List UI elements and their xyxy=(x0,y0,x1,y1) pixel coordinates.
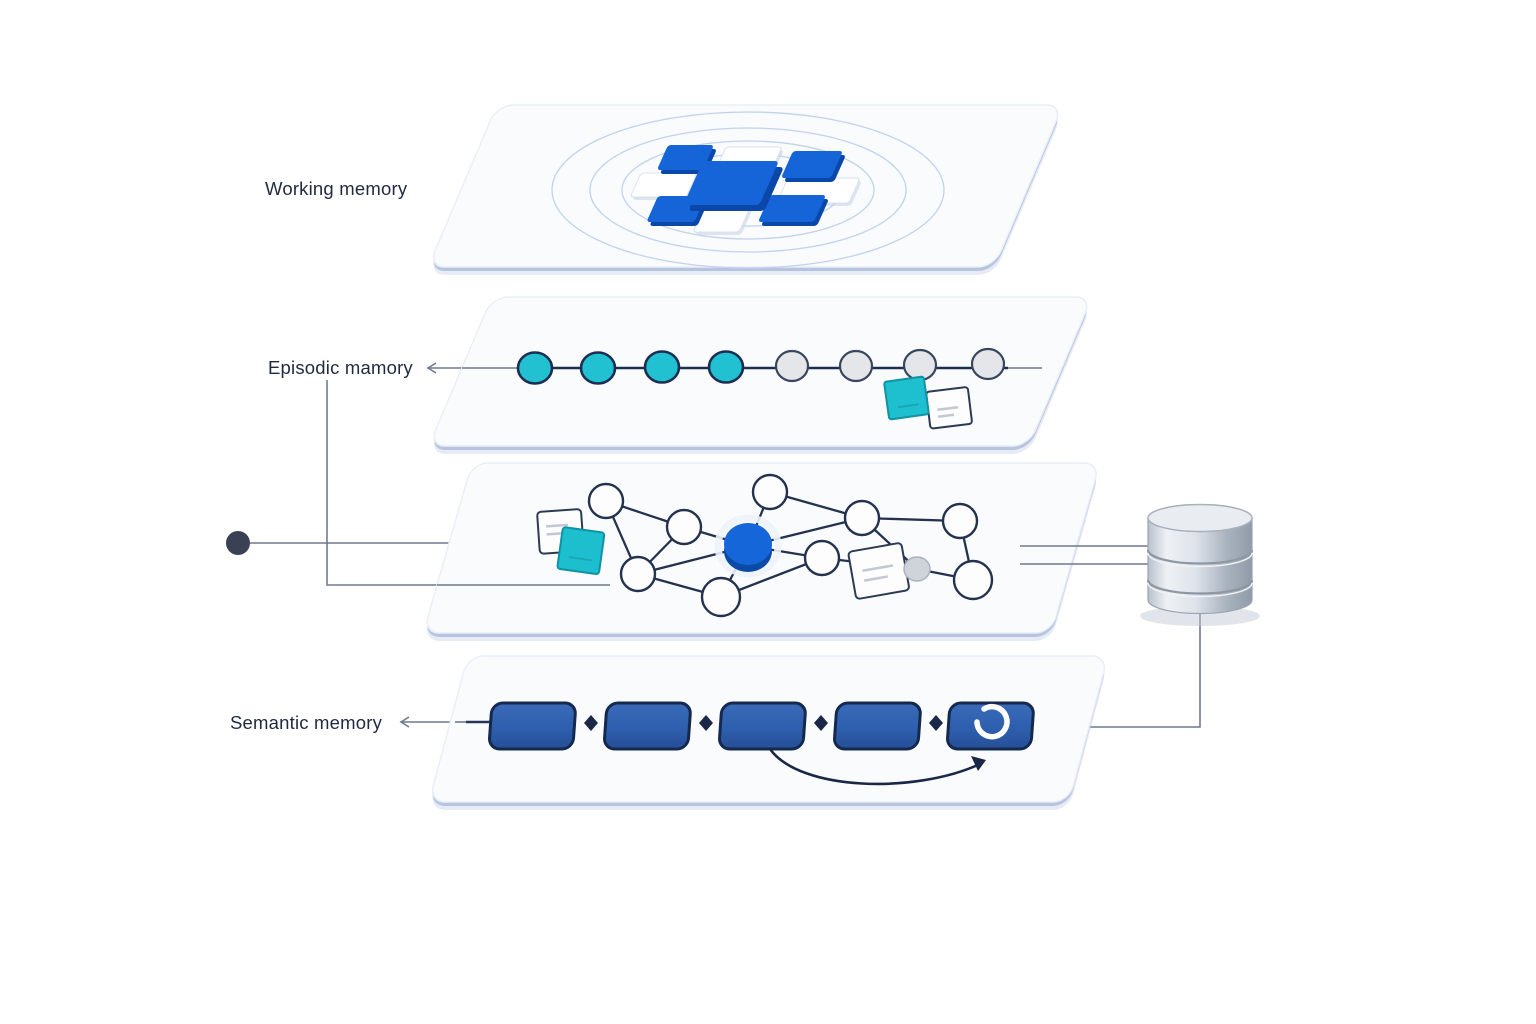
feedback-arrowhead-icon xyxy=(971,756,986,771)
junction-dot xyxy=(226,531,250,555)
episodic-event-dot-gray xyxy=(838,349,874,383)
graph-node xyxy=(665,508,703,546)
graph-node xyxy=(619,555,657,593)
tile-white xyxy=(630,172,697,198)
event-timeline-icon xyxy=(462,347,1042,430)
working-memory-label: Working memory xyxy=(265,178,408,199)
graph-node xyxy=(587,482,625,520)
episodic-event-dot-gray xyxy=(774,349,810,383)
flow-diamond-icon xyxy=(814,715,828,731)
working-memory-layer: Working memory xyxy=(265,104,1059,275)
loop-arrow-icon xyxy=(974,703,1010,740)
graph-node-gray xyxy=(903,556,931,582)
flow-diamond-icon xyxy=(584,715,598,731)
tile-blue xyxy=(782,151,842,178)
database-icon xyxy=(1034,503,1260,728)
graph-input-teal-card xyxy=(556,526,606,576)
db-divider-highlight xyxy=(1147,582,1253,598)
graph-center-node xyxy=(724,523,772,565)
graph-node xyxy=(952,559,994,601)
episodic-event-dot-teal xyxy=(579,351,617,385)
tile-blue xyxy=(657,145,713,170)
episodic-connector-arrow-icon xyxy=(426,362,437,374)
episodic-memory-label: Episodic mamory xyxy=(268,357,413,378)
graph-node xyxy=(751,473,789,511)
sequence-flow-icon xyxy=(488,701,1035,786)
db-divider xyxy=(1146,549,1254,565)
flow-diamond-icon xyxy=(699,715,713,731)
sequence-box xyxy=(833,701,922,751)
center-node-halo xyxy=(714,514,782,578)
episodic-event-dot-teal xyxy=(643,350,681,384)
db-top xyxy=(1147,503,1253,533)
semantic-memory-layer: Semantic memory xyxy=(230,655,1106,810)
db-body xyxy=(1147,517,1253,615)
tile-blue xyxy=(759,195,825,222)
ripple-rings xyxy=(551,111,945,269)
sequence-box-loop xyxy=(946,701,1035,751)
event-snapshot-teal-card xyxy=(883,375,930,421)
flow-diamond-icon xyxy=(929,715,943,731)
semantic-memory-label: Semantic memory xyxy=(230,712,383,733)
graph-node xyxy=(700,576,742,618)
knowledge-graph-layer xyxy=(426,462,1148,641)
sequence-box xyxy=(488,701,577,751)
memory-tile-grid-icon xyxy=(630,145,861,235)
graph-node xyxy=(941,502,979,540)
episodic-event-dot-teal xyxy=(516,351,554,385)
sequence-box xyxy=(603,701,692,751)
tile-blue-center xyxy=(684,161,778,205)
episodic-event-dot-gray xyxy=(902,348,938,382)
db-divider-highlight xyxy=(1147,552,1253,568)
db-divider xyxy=(1146,579,1254,595)
episodic-event-dot-gray xyxy=(970,347,1006,381)
episodic-event-dot-teal xyxy=(707,350,745,384)
feedback-arc xyxy=(768,748,981,786)
graph-node xyxy=(843,499,881,537)
graph-node xyxy=(803,539,841,577)
network-graph-icon xyxy=(536,473,994,618)
episodic-memory-layer: Episodic mamory xyxy=(268,296,1088,454)
sequence-box xyxy=(718,701,807,751)
event-note-card xyxy=(925,386,973,430)
semantic-connector-arrow-icon xyxy=(399,716,410,728)
graph-document-card xyxy=(847,542,910,600)
